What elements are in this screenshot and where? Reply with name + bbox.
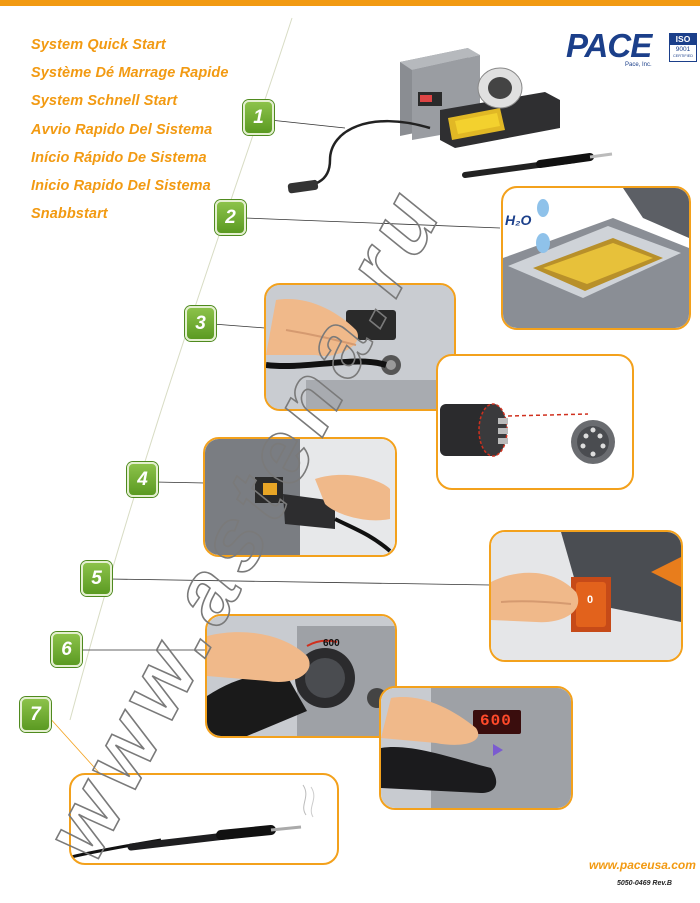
step-badge-1: 1 bbox=[243, 100, 274, 135]
water-label: H₂O bbox=[505, 212, 532, 228]
iso-badge: ISO 9001 CERTIFIED bbox=[669, 33, 697, 62]
step3-panel-plug bbox=[264, 283, 456, 411]
title-line: System Schnell Start bbox=[31, 93, 178, 110]
step4-panel bbox=[203, 437, 397, 557]
title-line: Avvio Rapido Del Sistema bbox=[31, 121, 213, 138]
temperature-display-illustration bbox=[381, 688, 571, 808]
title-line: Início Rápido De Sistema bbox=[31, 149, 207, 166]
step-badge-2: 2 bbox=[215, 200, 246, 235]
step-badge-3: 3 bbox=[185, 306, 216, 341]
display-temperature-readout: 600 bbox=[480, 712, 512, 730]
step-badge-4: 4 bbox=[127, 462, 158, 497]
step2-panel: H₂O bbox=[501, 186, 691, 330]
footer-doc-number: 5050-0469 Rev.B bbox=[617, 880, 672, 887]
step-badge-6: 6 bbox=[51, 632, 82, 667]
step3-panel-alignment bbox=[436, 354, 634, 490]
temperature-dial-illustration bbox=[207, 616, 395, 736]
logo-wordmark: PACE bbox=[566, 27, 652, 64]
iso-number: 9001 bbox=[675, 46, 691, 53]
step-badge-5: 5 bbox=[81, 561, 112, 596]
title-line: System Quick Start bbox=[31, 37, 166, 53]
power-cord-illustration bbox=[205, 439, 395, 555]
switch-off-symbol: 0 bbox=[587, 594, 594, 606]
dial-temperature-label: 600 bbox=[323, 638, 340, 649]
step6-panel-display: 600 bbox=[379, 686, 573, 810]
power-switch-illustration bbox=[491, 532, 681, 660]
footer-website[interactable]: www.paceusa.com bbox=[589, 858, 696, 872]
step-badge-7: 7 bbox=[20, 697, 51, 732]
step5-panel: 0 bbox=[489, 530, 683, 662]
connector-alignment-illustration bbox=[440, 403, 615, 464]
logo-subtitle: Pace, Inc. bbox=[625, 62, 652, 68]
top-accent-bar bbox=[0, 0, 700, 6]
handpiece-ready-illustration bbox=[71, 784, 315, 859]
sponge-illustration bbox=[503, 188, 689, 328]
multilingual-title-list: System Quick Start Système Dé Marrage Ra… bbox=[31, 31, 229, 228]
iso-label: ISO bbox=[670, 34, 696, 45]
iso-certified: CERTIFIED bbox=[673, 54, 693, 58]
title-line: Inicio Rapido Del Sistema bbox=[31, 178, 211, 195]
plug-connector-illustration bbox=[266, 285, 454, 409]
title-line: Snabbstart bbox=[31, 206, 108, 223]
title-line: Système Dé Marrage Rapide bbox=[31, 65, 229, 82]
step6-panel-dial: 600 bbox=[205, 614, 397, 738]
step7-panel bbox=[69, 773, 339, 865]
pace-logo: PACE ISO 9001 CERTIFIED Pace, Inc. bbox=[566, 27, 697, 70]
